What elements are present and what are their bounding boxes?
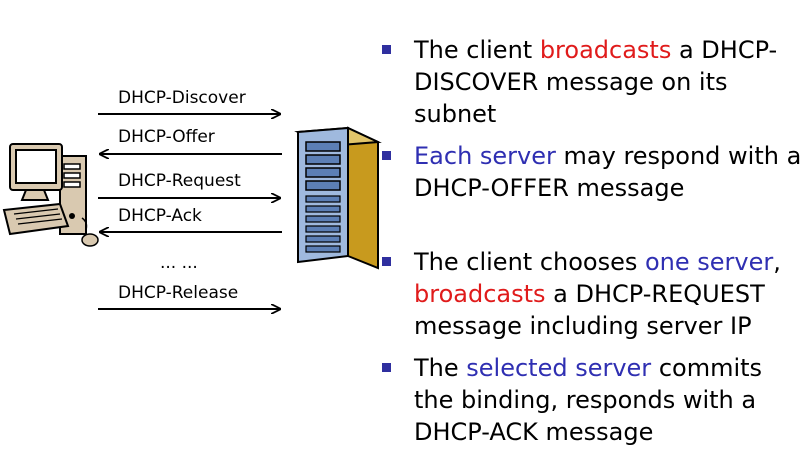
bullet-text: The client broadcasts a DHCP-DISCOVER me… (414, 36, 778, 128)
bullet-square-icon (382, 45, 391, 54)
label-dhcp-ack: DHCP-Ack (118, 206, 202, 226)
bullet-square-icon (382, 363, 391, 372)
bullet-square-icon (382, 257, 391, 266)
bullet-text: The client chooses one server, broadcast… (414, 248, 781, 340)
label-dhcp-request: DHCP-Request (118, 171, 241, 191)
desktop-computer-icon (2, 143, 99, 247)
bullet-text: Each server may respond with a DHCP-OFFE… (414, 142, 802, 202)
label-ellipsis: ... ... (160, 253, 198, 273)
server-tower-icon (294, 126, 382, 270)
bullet-text: The selected server commits the binding,… (414, 354, 763, 446)
label-dhcp-release: DHCP-Release (118, 283, 239, 303)
label-dhcp-discover: DHCP-Discover (118, 88, 246, 108)
label-dhcp-offer: DHCP-Offer (118, 127, 215, 147)
bullet-square-icon (382, 151, 391, 160)
